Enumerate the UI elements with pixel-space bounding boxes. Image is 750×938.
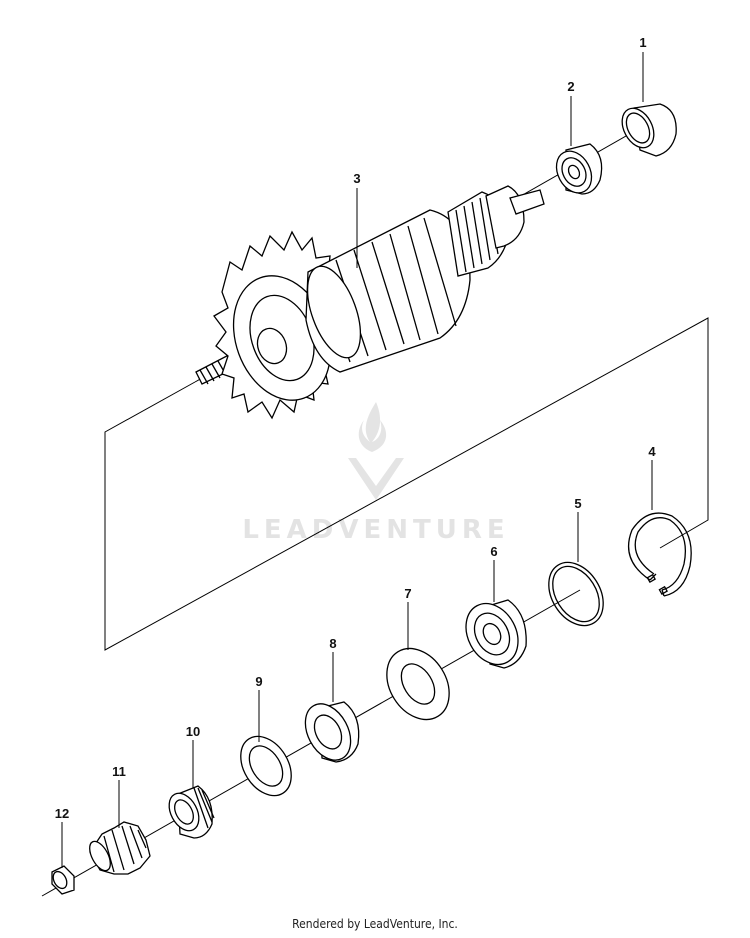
part-number-10: 10 xyxy=(186,724,200,739)
part-1-end-cap xyxy=(621,103,677,157)
part-number-3: 3 xyxy=(353,171,360,186)
part-number-5: 5 xyxy=(574,496,581,511)
part-number-9: 9 xyxy=(255,674,262,689)
part-3-armature xyxy=(195,185,545,420)
part-2-small-bearing xyxy=(555,143,603,195)
part-8-bearing-sleeve xyxy=(304,701,360,763)
part-number-2: 2 xyxy=(567,79,574,94)
part-number-7: 7 xyxy=(404,586,411,601)
part-number-12: 12 xyxy=(55,806,69,821)
part-11-pinion-gear xyxy=(89,821,151,875)
leader-lines xyxy=(61,52,653,868)
part-number-8: 8 xyxy=(329,636,336,651)
part-7-washer xyxy=(386,647,450,721)
part-number-11: 11 xyxy=(112,764,126,779)
render-credit: Rendered by LeadVenture, Inc. xyxy=(292,917,458,931)
part-6-ball-bearing xyxy=(465,599,527,669)
watermark-text: LEADVENTURE xyxy=(242,515,509,545)
part-9-flat-washer xyxy=(240,735,292,797)
part-10-threaded-bushing xyxy=(168,785,215,839)
part-number-6: 6 xyxy=(490,544,497,559)
part-12-nut xyxy=(51,865,75,895)
watermark-logo xyxy=(348,402,404,500)
part-number-1: 1 xyxy=(639,35,646,50)
assembly-bracket xyxy=(104,317,709,651)
part-number-4: 4 xyxy=(648,444,656,459)
part-5-o-ring xyxy=(548,561,604,627)
part-4-retaining-ring xyxy=(627,512,692,597)
